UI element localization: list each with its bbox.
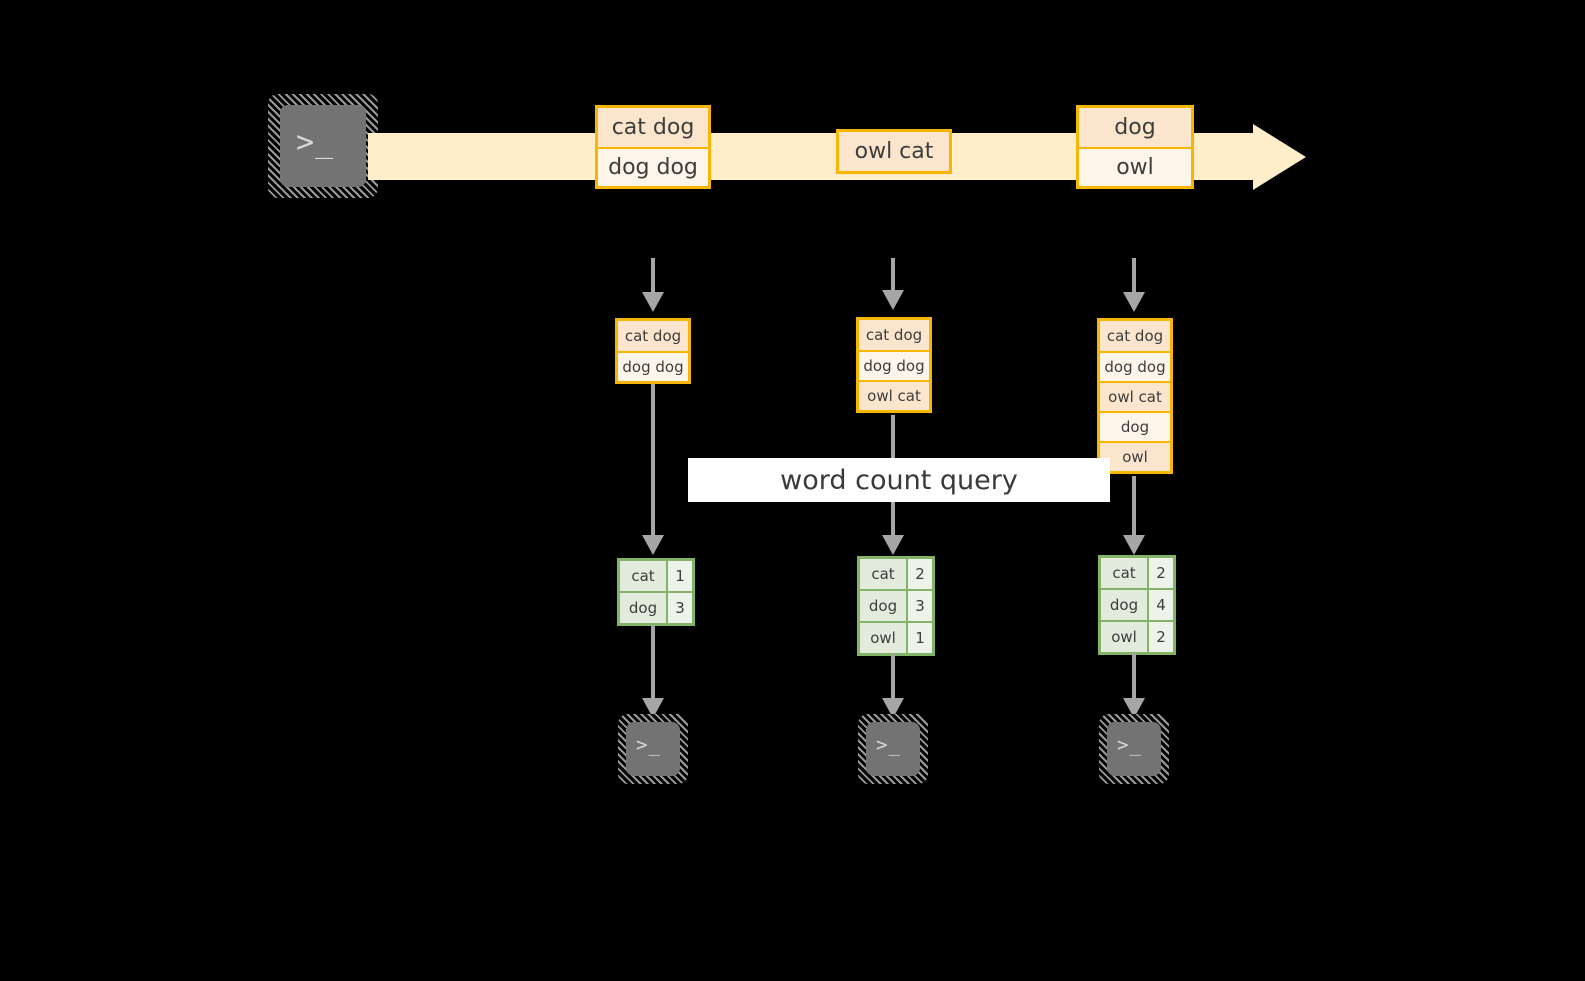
result-word: cat [1101, 558, 1147, 588]
stream-to-snapshot-arrowhead [882, 290, 904, 310]
snapshot-2-sink-terminal-icon[interactable]: >_ [858, 714, 928, 784]
stream-group-2[interactable]: owl cat [836, 129, 952, 174]
query-label-banner: word count query [688, 458, 1110, 502]
terminal-prompt-glyph: >_ [296, 125, 335, 160]
snapshot-input-row: dog dog [1100, 351, 1170, 381]
terminal-prompt-glyph: >_ [636, 734, 661, 756]
snapshot-1-result-table[interactable]: cat 1 dog 3 [617, 558, 695, 626]
stream-to-snapshot-connector [891, 258, 895, 290]
result-count: 2 [1147, 558, 1173, 588]
stream-to-snapshot-arrowhead [1123, 292, 1145, 312]
result-count: 1 [666, 561, 692, 591]
result-word: cat [620, 561, 666, 591]
snapshot-input-row: cat dog [859, 320, 929, 350]
snapshot-3-sink-arrowhead [1123, 698, 1145, 718]
terminal-body [866, 722, 920, 776]
snapshot-input-row: dog dog [859, 350, 929, 380]
result-row: dog 3 [620, 591, 692, 623]
snapshot-3-result-table[interactable]: cat 2 dog 4 owl 2 [1098, 555, 1176, 655]
stream-record: owl [1079, 147, 1191, 186]
result-row: cat 1 [620, 561, 692, 591]
terminal-body [626, 722, 680, 776]
snapshot-input-row: cat dog [618, 321, 688, 351]
terminal-body [1107, 722, 1161, 776]
result-word: dog [860, 591, 906, 621]
terminal-body [280, 105, 366, 187]
stream-to-snapshot-connector [651, 258, 655, 292]
stream-group-3[interactable]: dog owl [1076, 105, 1194, 189]
result-word: dog [620, 593, 666, 623]
terminal-prompt-glyph: >_ [876, 734, 901, 756]
result-row: dog 4 [1101, 588, 1173, 620]
snapshot-2-result-table[interactable]: cat 2 dog 3 owl 1 [857, 556, 935, 656]
snapshot-1-query-connector [651, 384, 655, 535]
result-count: 3 [906, 591, 932, 621]
snapshot-1-sink-arrowhead [642, 698, 664, 718]
result-row: cat 2 [860, 559, 932, 589]
stream-group-1[interactable]: cat dog dog dog [595, 105, 711, 189]
snapshot-input-row: owl [1100, 441, 1170, 471]
snapshot-2-sink-connector [891, 654, 895, 698]
snapshot-input-row: owl cat [1100, 381, 1170, 411]
snapshot-1-query-arrowhead [642, 535, 664, 555]
result-row: dog 3 [860, 589, 932, 621]
snapshot-2-input-table[interactable]: cat dog dog dog owl cat [856, 317, 932, 413]
query-label-text: word count query [780, 464, 1018, 496]
snapshot-3-query-arrowhead [1123, 535, 1145, 555]
result-word: cat [860, 559, 906, 589]
stream-record: dog [1079, 108, 1191, 147]
snapshot-input-row: dog [1100, 411, 1170, 441]
result-word: dog [1101, 590, 1147, 620]
snapshot-3-sink-terminal-icon[interactable]: >_ [1099, 714, 1169, 784]
snapshot-2-sink-arrowhead [882, 698, 904, 718]
stream-to-snapshot-arrowhead [642, 292, 664, 312]
source-terminal-icon[interactable]: >_ [268, 94, 378, 198]
snapshot-3-sink-connector [1132, 653, 1136, 698]
result-word: owl [860, 623, 906, 653]
stream-record: dog dog [598, 147, 708, 186]
result-count: 2 [1147, 622, 1173, 652]
terminal-prompt-glyph: >_ [1117, 734, 1142, 756]
stream-to-snapshot-connector [1132, 258, 1136, 292]
result-word: owl [1101, 622, 1147, 652]
result-row: owl 2 [1101, 620, 1173, 652]
result-count: 3 [666, 593, 692, 623]
snapshot-input-row: owl cat [859, 380, 929, 410]
result-count: 2 [906, 559, 932, 589]
result-count: 1 [906, 623, 932, 653]
result-count: 4 [1147, 590, 1173, 620]
snapshot-1-sink-connector [651, 625, 655, 698]
result-row: owl 1 [860, 621, 932, 653]
stream-record: cat dog [598, 108, 708, 147]
snapshot-input-row: cat dog [1100, 321, 1170, 351]
stream-record: owl cat [839, 132, 949, 171]
snapshot-2-query-arrowhead [882, 535, 904, 555]
snapshot-3-query-connector [1132, 476, 1136, 535]
snapshot-1-sink-terminal-icon[interactable]: >_ [618, 714, 688, 784]
snapshot-1-input-table[interactable]: cat dog dog dog [615, 318, 691, 384]
snapshot-input-row: dog dog [618, 351, 688, 381]
stream-arrow-head [1253, 124, 1306, 190]
snapshot-3-input-table[interactable]: cat dog dog dog owl cat dog owl [1097, 318, 1173, 474]
result-row: cat 2 [1101, 558, 1173, 588]
